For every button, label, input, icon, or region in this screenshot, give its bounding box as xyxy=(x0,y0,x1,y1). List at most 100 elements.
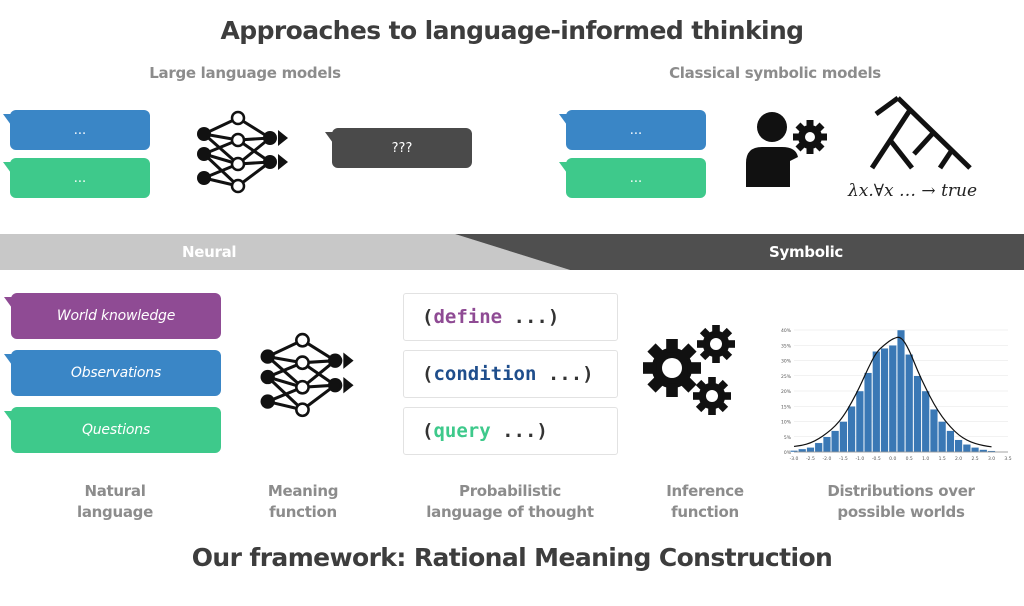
ellipsis-close: ...) xyxy=(502,306,560,328)
y-tick-label: 15% xyxy=(781,404,792,410)
query-keyword: query xyxy=(433,420,491,442)
x-tick-label: -0.5 xyxy=(872,456,881,462)
bubble-text: ... xyxy=(629,170,643,186)
x-tick-label: -1.5 xyxy=(839,456,848,462)
questions-bubble: Questions xyxy=(4,407,221,453)
distribution-chart: 0%5%10%15%20%25%30%35%40% -3.0-2.5-2.0-1… xyxy=(781,328,1012,462)
histogram-bar xyxy=(971,447,980,453)
meaning-function-network-icon xyxy=(260,332,354,418)
define-code-box: (define ...) xyxy=(403,293,618,341)
plot-label: Probabilistic language of thought xyxy=(410,481,610,523)
histogram-bar xyxy=(888,345,897,453)
classical-input-bubble-bottom: ... xyxy=(559,158,706,198)
symbolic-band xyxy=(455,234,1024,270)
neural-symbolic-spectrum xyxy=(0,234,1024,270)
x-tick-label: 2.5 xyxy=(971,456,978,462)
inference-function-label: Inference function xyxy=(630,481,780,523)
llm-input-bubble-bottom: ... xyxy=(3,158,150,198)
label-line: Probabilistic xyxy=(459,482,561,500)
distributions-label: Distributions over possible worlds xyxy=(806,481,996,523)
label-line: Inference xyxy=(666,482,744,500)
label-line: Distributions over xyxy=(827,482,975,500)
ellipsis-close: ...) xyxy=(490,420,548,442)
open-paren: ( xyxy=(422,363,434,385)
natural-language-label: Natural language xyxy=(40,481,190,523)
histogram-bar xyxy=(822,436,831,453)
query-code-box: (query ...) xyxy=(403,407,618,455)
label-line: possible worlds xyxy=(837,503,965,521)
classical-input-bubble-top: ... xyxy=(559,110,706,150)
classical-heading: Classical symbolic models xyxy=(669,64,881,82)
y-tick-label: 40% xyxy=(781,328,792,334)
histogram-bar xyxy=(946,430,955,453)
label-line: language of thought xyxy=(426,503,594,521)
x-tick-label: -3.0 xyxy=(790,456,799,462)
x-tick-label: -2.0 xyxy=(823,456,832,462)
bubble-text: ... xyxy=(629,122,643,138)
bubble-text: ... xyxy=(73,122,87,138)
gears-icon xyxy=(640,322,740,420)
x-tick-labels: -3.0 -2.5 -2.0 -1.5 -1.0 -0.5 0.0 0.5 1.0 1.5 2.0 2… xyxy=(790,456,1012,462)
histogram-bar xyxy=(913,375,922,453)
histogram-bar xyxy=(872,351,881,453)
x-tick-label: 2.0 xyxy=(955,456,962,462)
observations-bubble: Observations xyxy=(4,350,221,396)
open-paren: ( xyxy=(422,306,434,328)
neural-network-icon xyxy=(197,110,288,194)
x-tick-label: -1.0 xyxy=(855,456,864,462)
y-tick-label: 25% xyxy=(781,374,792,380)
x-tick-label: 3.5 xyxy=(1004,456,1011,462)
framework-title: Our framework: Rational Meaning Construc… xyxy=(191,543,833,572)
histogram-bar xyxy=(839,421,848,453)
bubble-text: ... xyxy=(73,170,87,186)
neural-band xyxy=(0,234,570,270)
condition-keyword: condition xyxy=(433,363,537,385)
y-tick-labels: 0%5%10%15%20%25%30%35%40% xyxy=(781,328,792,456)
logic-formula: λx.∀x … → true xyxy=(848,181,978,201)
condition-code-box: (condition ...) xyxy=(403,350,618,398)
label-line: language xyxy=(77,503,153,521)
y-tick-label: 5% xyxy=(784,435,792,441)
symbolic-label: Symbolic xyxy=(769,243,844,261)
label-line: Natural xyxy=(84,482,146,500)
neural-label: Neural xyxy=(182,243,237,261)
histogram-bar xyxy=(896,329,906,453)
x-tick-label: 0.0 xyxy=(889,456,896,462)
x-tick-label: 1.5 xyxy=(939,456,946,462)
histogram-bar xyxy=(954,439,963,453)
histogram-bar xyxy=(798,448,807,453)
histogram-bar xyxy=(929,409,938,453)
histogram-bar xyxy=(905,354,914,453)
histogram-bar xyxy=(864,372,873,453)
histogram-bar xyxy=(814,442,823,453)
label-line: function xyxy=(269,503,337,521)
histogram-bar xyxy=(806,447,815,453)
llm-heading: Large language models xyxy=(149,64,341,82)
world-knowledge-bubble: World knowledge xyxy=(4,293,221,339)
x-tick-label: 3.0 xyxy=(988,456,995,462)
y-tick-label: 35% xyxy=(781,343,792,349)
llm-input-bubble-top: ... xyxy=(3,110,150,150)
label-line: function xyxy=(671,503,739,521)
page-title: Approaches to language-informed thinking xyxy=(220,16,804,45)
define-keyword: define xyxy=(433,306,503,328)
histogram-bar xyxy=(855,390,864,453)
x-tick-label: 1.0 xyxy=(922,456,929,462)
bubble-text: Questions xyxy=(81,422,151,438)
density-curve xyxy=(793,336,992,448)
y-tick-label: 20% xyxy=(781,389,792,395)
histogram-bar xyxy=(921,390,930,453)
histogram-bar xyxy=(962,444,971,453)
x-tick-label: 0.5 xyxy=(906,456,913,462)
histogram-bar xyxy=(831,430,840,453)
y-tick-label: 10% xyxy=(781,420,792,426)
label-line: Meaning xyxy=(267,482,339,500)
bubble-text: Observations xyxy=(70,365,162,381)
open-paren: ( xyxy=(422,420,434,442)
x-tick-label: -2.5 xyxy=(806,456,815,462)
y-tick-label: 30% xyxy=(781,359,792,365)
meaning-function-label: Meaning function xyxy=(228,481,378,523)
bubble-text: ??? xyxy=(391,140,413,156)
histogram-bar xyxy=(880,348,889,453)
bubble-text: World knowledge xyxy=(56,308,176,324)
